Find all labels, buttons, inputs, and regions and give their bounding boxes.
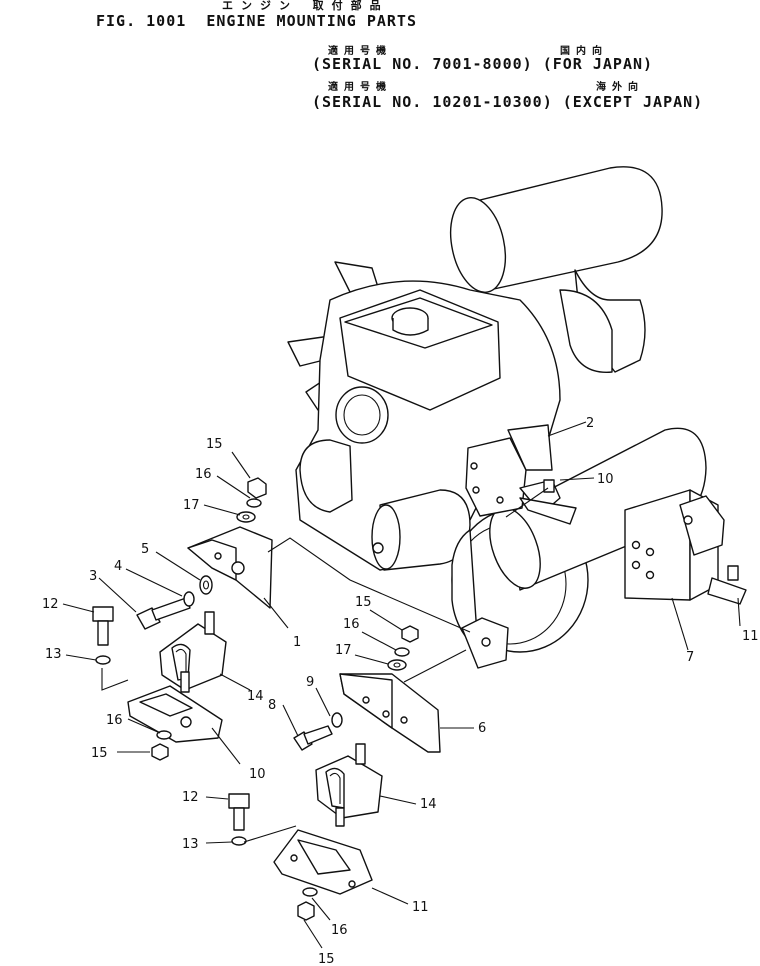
nut-15-top [247, 477, 267, 499]
engine-block [295, 280, 561, 571]
callout-11: 11 [412, 900, 429, 915]
callout-12: 12 [182, 790, 199, 805]
base-plate-lower-left [127, 685, 223, 743]
callout-15: 15 [355, 595, 372, 610]
callout-14: 14 [420, 797, 437, 812]
callout-3: 3 [89, 569, 97, 584]
callout-14: 14 [247, 689, 264, 704]
bolt-3 [136, 597, 191, 630]
rear-mount-bracket [624, 489, 747, 605]
nut-15-bottom [297, 901, 315, 921]
figure-title: FIG. 1001 ENGINE MOUNTING PARTS [96, 12, 417, 30]
washer-5 [199, 575, 213, 595]
mount-bracket-6 [339, 673, 441, 753]
mount-bracket-1 [187, 526, 273, 609]
muffler [489, 427, 707, 591]
callout-10: 10 [597, 472, 614, 487]
callout-17: 17 [335, 643, 352, 658]
callout-15: 15 [318, 952, 335, 966]
washer-13-upper [95, 655, 111, 665]
callout-9: 9 [306, 675, 314, 690]
callout-16: 16 [106, 713, 123, 728]
callout-5: 5 [141, 542, 149, 557]
serial1-jp-market: 国内向 [560, 46, 608, 57]
bolt-8 [293, 725, 333, 751]
assembly-guide-lines [101, 487, 549, 843]
callout-16: 16 [343, 617, 360, 632]
serial-range-japan: (SERIAL NO. 7001-8000) (FOR JAPAN) [312, 55, 654, 73]
washer-4 [183, 591, 195, 607]
nut-15-mid [401, 625, 419, 643]
washer-17-top [236, 511, 256, 523]
callout-16: 16 [331, 923, 348, 938]
callout-15: 15 [206, 437, 223, 452]
callout-1: 1 [293, 635, 301, 650]
callout-15: 15 [91, 746, 108, 761]
figure-number: FIG. 1001 [96, 12, 187, 30]
washer-16-top [246, 498, 262, 508]
washer-13-lower [231, 836, 247, 846]
callout-10: 10 [249, 767, 266, 782]
callout-17: 17 [183, 498, 200, 513]
callout-16: 16 [195, 467, 212, 482]
figure-name: ENGINE MOUNTING PARTS [206, 12, 417, 30]
rubber-mount-upper [159, 611, 227, 693]
callout-7: 7 [686, 650, 694, 665]
title-japanese: エンジン 取付部品 [222, 0, 389, 12]
callout-labels: 15 16 17 5 4 3 12 13 1 14 10 16 15 8 9 1… [42, 416, 759, 966]
nut-15-left [151, 743, 169, 761]
engine-assembly [287, 166, 747, 669]
serial2-jp-label: 適用号機 [328, 82, 392, 93]
callout-13: 13 [45, 647, 62, 662]
washer-16-left [156, 730, 172, 740]
bolt-12-upper [92, 606, 114, 646]
serial-range-export: (SERIAL NO. 10201-10300) (EXCEPT JAPAN) [312, 93, 704, 111]
serial1-jp-label: 適用号機 [328, 46, 392, 57]
washer-16-mid [394, 647, 410, 657]
starter-motor [371, 489, 471, 571]
callout-4: 4 [114, 559, 122, 574]
callout-13: 13 [182, 837, 199, 852]
leader-lines [62, 421, 741, 949]
washer-17-mid [387, 659, 407, 671]
air-cleaner [449, 166, 663, 373]
side-mount-bracket [465, 424, 577, 525]
callout-2: 2 [586, 416, 594, 431]
washer-16-bottom [302, 887, 318, 897]
bolt-12-lower [228, 793, 250, 831]
serial2-jp-market: 海外向 [596, 82, 644, 93]
rubber-mount-lower [315, 743, 383, 827]
callout-6: 6 [478, 721, 486, 736]
engine-front-bracket [461, 617, 509, 669]
callout-11: 11 [742, 629, 759, 644]
callout-12: 12 [42, 597, 59, 612]
callout-8: 8 [268, 698, 276, 713]
washer-9 [331, 712, 343, 728]
base-plate-lower-right [273, 829, 373, 895]
